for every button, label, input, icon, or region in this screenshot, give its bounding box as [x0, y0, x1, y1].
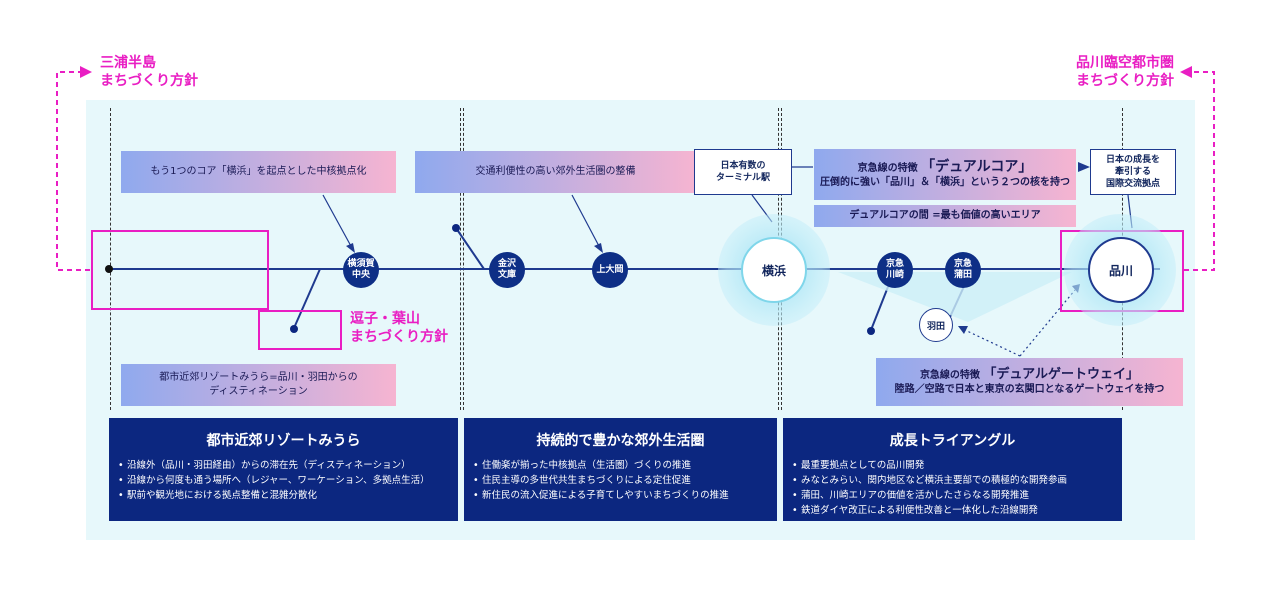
zushi-plan-line1: 逗子・葉山: [350, 311, 420, 327]
divider-1a: [460, 108, 461, 410]
divider-1b: [463, 108, 464, 410]
miura-plan-line2: まちづくり方針: [100, 73, 198, 89]
gateway-label: 京急線の特徴 「デュアルゲートウェイ」 陸路／空路で日本と東京の玄関口となるゲー…: [876, 358, 1183, 406]
gateway-prefix: 京急線の特徴: [919, 369, 980, 381]
list-item: みなとみらい、関内地区など横浜主要部での積極的な開発参画: [792, 473, 1122, 488]
station-shinagawa[interactable]: 品川: [1088, 237, 1154, 303]
list-item: 住民主導の多世代共生まちづくりによる定住促進: [473, 473, 777, 488]
shinagawa-plan-line2: まちづくり方針: [1076, 73, 1174, 89]
dual-core-title: 「デュアルコア」: [921, 158, 1033, 175]
shinagawa-plan-line1: 品川臨空都市圏: [1076, 55, 1174, 71]
section-resort-title: 都市近郊リゾートみうら: [206, 433, 361, 449]
gateway-sub: 陸路／空路で日本と東京の玄関口となるゲートウェイを持つ: [894, 383, 1165, 395]
miura-area-frame: [91, 230, 269, 310]
station-kamiooka[interactable]: 上大岡: [592, 252, 628, 288]
yokohama-callout: 日本有数の ターミナル駅: [694, 149, 792, 195]
station-keikyu-kamata[interactable]: 京急 蒲田: [945, 252, 981, 288]
section-suburb-list: 住働楽が揃った中核拠点（生活圏）づくりの推進 住民主導の多世代共生まちづくりによ…: [464, 458, 777, 503]
zushi-area-frame: [258, 310, 342, 350]
dual-core-sub: 圧倒的に強い「品川」＆「横浜」という２つの核を持つ: [820, 176, 1070, 188]
station-yokohama[interactable]: 横浜: [741, 237, 807, 303]
list-item: 鉄道ダイヤ改正による利便性改善と一体化した沿線開発: [792, 503, 1122, 518]
dual-core-label: 京急線の特徴 「デュアルコア」 圧倒的に強い「品川」＆「横浜」という２つの核を持…: [814, 149, 1076, 200]
divider-left: [110, 108, 111, 410]
shinagawa-plan-title: 品川臨空都市圏 まちづくり方針: [1062, 54, 1174, 90]
station-haneda[interactable]: 羽田: [919, 308, 953, 342]
dual-core-prefix: 京急線の特徴: [857, 162, 918, 174]
list-item: 蒲田、川崎エリアの価値を活かしたさらなる開発推進: [792, 488, 1122, 503]
gateway-title: 「デュアルゲートウェイ」: [983, 366, 1140, 382]
core-hub-label: もう1つのコア「横浜」を起点とした中核拠点化: [121, 151, 396, 193]
dual-core-between-label: デュアルコアの間 =最も価値の高いエリア: [814, 205, 1076, 227]
miura-plan-line1: 三浦半島: [100, 55, 156, 71]
list-item: 駅前や観光地における拠点整備と混雑分散化: [118, 488, 458, 503]
resort-label: 都市近郊リゾートみうら=品川・羽田からの ディスティネーション: [121, 364, 396, 406]
section-resort-list: 沿線外（品川・羽田経由）からの滞在先（ディスティネーション） 沿線から何度も通う…: [109, 458, 458, 503]
section-growth-list: 最重要拠点としての品川開発 みなとみらい、関内地区など横浜主要部での積極的な開発…: [783, 458, 1122, 518]
shinagawa-callout: 日本の成長を 牽引する 国際交流拠点: [1090, 149, 1176, 195]
suburb-label: 交通利便性の高い郊外生活圏の整備: [415, 151, 696, 193]
list-item: 住働楽が揃った中核拠点（生活圏）づくりの推進: [473, 458, 777, 473]
section-growth-title: 成長トライアングル: [889, 433, 1016, 449]
list-item: 新住民の流入促進による子育てしやすいまちづくりの推進: [473, 488, 777, 503]
section-suburb: 持続的で豊かな郊外生活圏 住働楽が揃った中核拠点（生活圏）づくりの推進 住民主導…: [464, 418, 777, 521]
list-item: 最重要拠点としての品川開発: [792, 458, 1122, 473]
station-yokosuka-chuo[interactable]: 横須賀 中央: [343, 252, 379, 288]
section-resort: 都市近郊リゾートみうら 沿線外（品川・羽田経由）からの滞在先（ディスティネーショ…: [109, 418, 458, 521]
list-item: 沿線外（品川・羽田経由）からの滞在先（ディスティネーション）: [118, 458, 458, 473]
zushi-plan-line2: まちづくり方針: [350, 329, 448, 345]
section-suburb-title: 持続的で豊かな郊外生活圏: [536, 433, 705, 449]
station-keikyu-kawasaki[interactable]: 京急 川崎: [877, 252, 913, 288]
zushi-plan-title: 逗子・葉山 まちづくり方針: [350, 310, 448, 346]
station-kanazawa-bunko[interactable]: 金沢 文庫: [489, 252, 525, 288]
miura-plan-title: 三浦半島 まちづくり方針: [100, 54, 198, 90]
section-growth: 成長トライアングル 最重要拠点としての品川開発 みなとみらい、関内地区など横浜主…: [783, 418, 1122, 521]
list-item: 沿線から何度も通う場所へ（レジャー、ワーケーション、多拠点生活）: [118, 473, 458, 488]
